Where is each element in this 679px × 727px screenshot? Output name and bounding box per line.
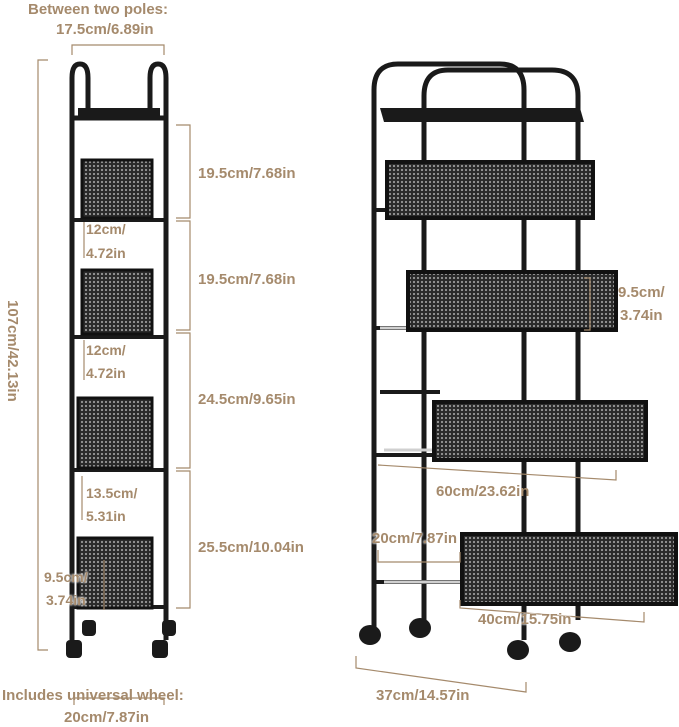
basket-1-depth-a: 12cm/ [86, 221, 126, 237]
basket-width: 40cm/15.75in [478, 611, 572, 628]
extended-width: 60cm/23.62in [436, 483, 530, 500]
gap-3: 24.5cm/9.65in [198, 391, 296, 408]
height-total-container: 107cm/42.13in [2, 300, 21, 402]
inner-width: 20cm/7.87in [372, 530, 458, 547]
basket-3-depth-b: 5.31in [86, 508, 126, 524]
dimension-lines-right [355, 277, 645, 693]
basket-3-depth-a: 13.5cm/ [86, 485, 138, 501]
basket-2-depth-b: 4.72in [86, 365, 126, 381]
base-width: 37cm/14.57in [376, 687, 470, 704]
basket-4-height-a: 9.5cm/ [44, 569, 88, 585]
basket-2-depth-a: 12cm/ [86, 342, 126, 358]
dimension-lines-left [37, 44, 191, 705]
gap-2: 19.5cm/7.68in [198, 271, 296, 288]
basket-height-b: 3.74in [620, 307, 663, 324]
gap-4: 25.5cm/10.04in [198, 539, 304, 556]
perspective-cart [359, 61, 678, 660]
poles-value: 17.5cm/6.89in [56, 21, 154, 38]
basket-height-a: 9.5cm/ [618, 284, 665, 301]
gap-1: 19.5cm/7.68in [198, 165, 296, 182]
poles-title: Between two poles: [28, 1, 169, 18]
wheel-value: 20cm/7.87in [64, 709, 150, 726]
side-view-cart [66, 61, 176, 658]
height-total: 107cm/42.13in [4, 300, 21, 402]
wheel-title: Includes universal wheel: [2, 687, 184, 704]
basket-1-depth-b: 4.72in [86, 245, 126, 261]
basket-4-height-b: 3.74in [46, 592, 86, 608]
